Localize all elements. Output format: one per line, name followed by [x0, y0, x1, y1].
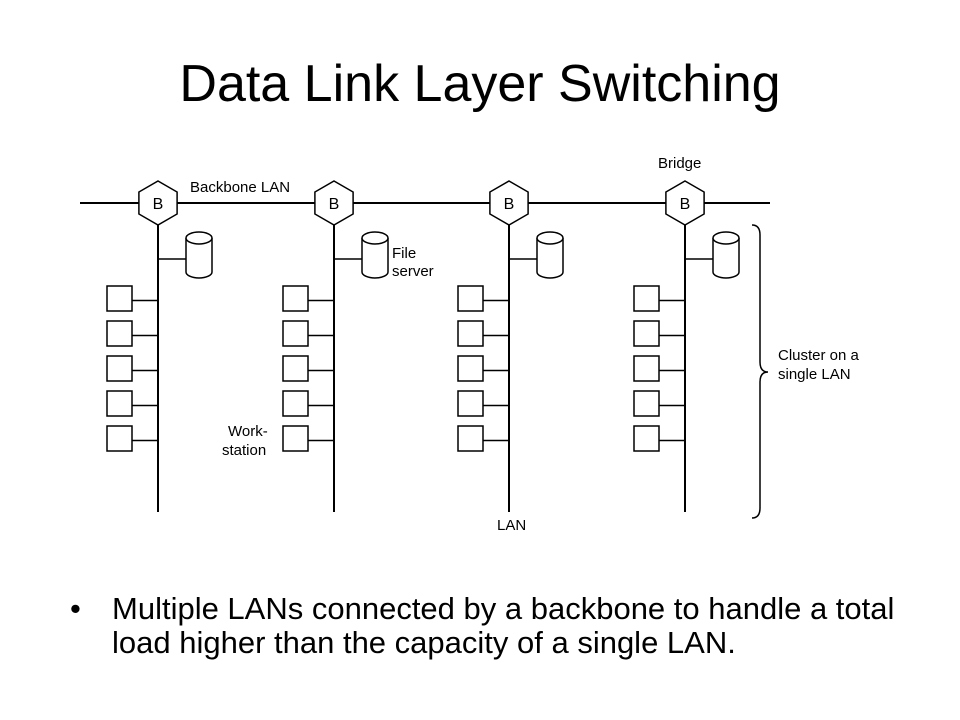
file-server-label-line-1: File — [392, 245, 416, 262]
file-server-label-line-2: server — [392, 263, 434, 280]
lan-segment-3: B — [457, 180, 564, 512]
bridge-node — [665, 180, 705, 226]
bridge-letter: B — [329, 196, 340, 213]
bullet-point: • Multiple LANs connected by a backbone … — [70, 592, 930, 660]
workstation — [457, 390, 484, 417]
bullet-text: Multiple LANs connected by a backbone to… — [112, 591, 895, 660]
workstation — [106, 285, 133, 312]
lan-label: LAN — [497, 517, 526, 534]
backbone-lan-label: Backbone LAN — [190, 179, 290, 196]
workstation-label-line-2: station — [222, 442, 266, 459]
bridge-node — [314, 180, 354, 226]
workstation — [106, 425, 133, 452]
cluster-label-line-1: Cluster on a — [778, 347, 860, 364]
workstation — [633, 390, 660, 417]
workstation — [106, 320, 133, 347]
workstation — [633, 285, 660, 312]
bridge-node — [138, 180, 178, 226]
workstation — [282, 285, 309, 312]
workstation — [457, 285, 484, 312]
bridge-label: Bridge — [658, 155, 701, 172]
slide-title: Data Link Layer Switching — [179, 55, 781, 113]
file-server-body — [712, 238, 740, 279]
file-server-body — [536, 238, 564, 279]
workstation — [633, 320, 660, 347]
file-server-top — [536, 231, 564, 245]
workstation — [457, 355, 484, 382]
cluster-label-line-2: single LAN — [778, 366, 851, 383]
file-server-body — [361, 238, 389, 279]
workstation-label: Work- station — [222, 423, 272, 459]
workstation-label-line-1: Work- — [228, 423, 268, 440]
workstation — [282, 390, 309, 417]
bridge-letter: B — [153, 196, 164, 213]
file-server-body — [185, 238, 213, 279]
bridge-letter: B — [504, 196, 515, 213]
workstation — [633, 355, 660, 382]
cluster-brace — [751, 224, 769, 519]
workstation — [633, 425, 660, 452]
file-server-top — [361, 231, 389, 245]
file-server-top — [712, 231, 740, 245]
bullet-dot: • — [70, 591, 81, 626]
workstation — [282, 320, 309, 347]
workstation — [457, 425, 484, 452]
workstation — [106, 355, 133, 382]
lan-segment-1: B — [106, 180, 213, 512]
bridge-letter: B — [680, 196, 691, 213]
file-server-top — [185, 231, 213, 245]
cluster-label: Cluster on a single LAN — [778, 347, 863, 383]
workstation — [282, 355, 309, 382]
bridge-node — [489, 180, 529, 226]
workstation — [106, 390, 133, 417]
workstation — [282, 425, 309, 452]
workstation — [457, 320, 484, 347]
file-server-label: File server — [392, 245, 434, 280]
lan-segment-4: B — [633, 180, 740, 512]
lan-segment-2: B — [282, 180, 389, 512]
